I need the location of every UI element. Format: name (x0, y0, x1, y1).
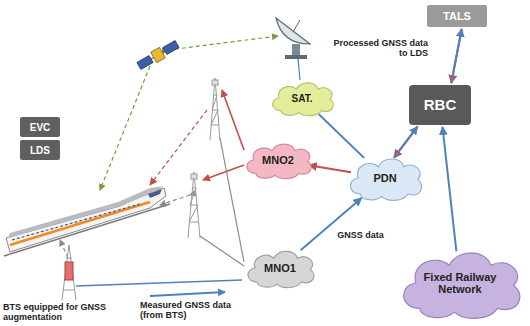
annotation-label: Measured GNSS data (from BTS) (140, 300, 236, 321)
link-line (298, 59, 300, 80)
network-cloud: SAT. (267, 79, 337, 117)
radio-link (168, 36, 278, 50)
network-link (203, 165, 244, 180)
network-link (222, 90, 244, 150)
train-illustration (4, 186, 170, 256)
edge-label: GNSS data (335, 230, 386, 240)
node-label: MNO1 (264, 262, 296, 274)
bts-tower (62, 245, 76, 300)
connector (319, 114, 364, 158)
node-label: SAT. (292, 93, 313, 104)
satellite-icon (151, 47, 166, 62)
satellite-dish (276, 18, 310, 59)
network-link (76, 280, 242, 286)
bts-tower (188, 172, 200, 238)
connector (443, 127, 457, 251)
onboard-box: EVC (20, 117, 60, 137)
cloud-outline (351, 159, 422, 200)
cloud-outline (273, 83, 334, 116)
annotation-label: BTS equipped for GNSS augmentation (3, 302, 135, 323)
connector (451, 29, 461, 83)
node-label: LDS (30, 145, 50, 156)
network-cloud: MNO2 (241, 140, 315, 180)
onboard-box: LDS (20, 140, 60, 160)
node-label: RBC (424, 97, 457, 114)
satellite-dish (293, 20, 300, 32)
cloud-outline (404, 253, 520, 318)
node-label: EVC (30, 122, 51, 133)
satellite-icon (136, 39, 180, 71)
train-illustration (10, 202, 150, 245)
network-link (220, 138, 244, 262)
network-cloud: PDN (344, 154, 426, 202)
bts-tower (191, 174, 197, 179)
network-link (200, 236, 244, 266)
satellite-icon (163, 41, 179, 55)
system-box: TALS (427, 5, 487, 27)
satellite-icon (136, 39, 180, 71)
node-label: Fixed Railway Network (422, 271, 499, 295)
system-box: RBC (409, 85, 471, 125)
cloud-outline (247, 144, 311, 178)
satellite-icon (137, 56, 153, 70)
bts-tower (210, 78, 220, 140)
connector (451, 29, 461, 83)
network-link (150, 292, 225, 296)
satellite-dish (285, 55, 307, 59)
network-cloud: MNO1 (242, 247, 318, 289)
bts-tower (212, 80, 218, 85)
annotation-label: Processed GNSS data to LDS (332, 38, 428, 59)
train-illustration (148, 189, 162, 198)
radio-link (150, 110, 207, 185)
connector (394, 127, 418, 158)
node-label: PDN (373, 172, 396, 184)
node-label: MNO2 (262, 154, 294, 166)
bts-tower (62, 78, 220, 300)
satellite-dish (292, 44, 300, 56)
train-illustration (12, 204, 140, 240)
connector (394, 127, 418, 158)
connector (301, 198, 362, 250)
radio-link (100, 66, 150, 190)
bts-tower (65, 262, 73, 280)
satellite-dish (276, 18, 310, 44)
node-label: TALS (443, 10, 471, 22)
cloud-outline (248, 251, 314, 287)
connector (309, 165, 351, 172)
train-illustration (4, 204, 170, 256)
radio-link (60, 240, 68, 258)
network-cloud: Fixed Railway Network (393, 245, 527, 321)
network-link (76, 90, 244, 296)
train-illustration (6, 188, 166, 252)
